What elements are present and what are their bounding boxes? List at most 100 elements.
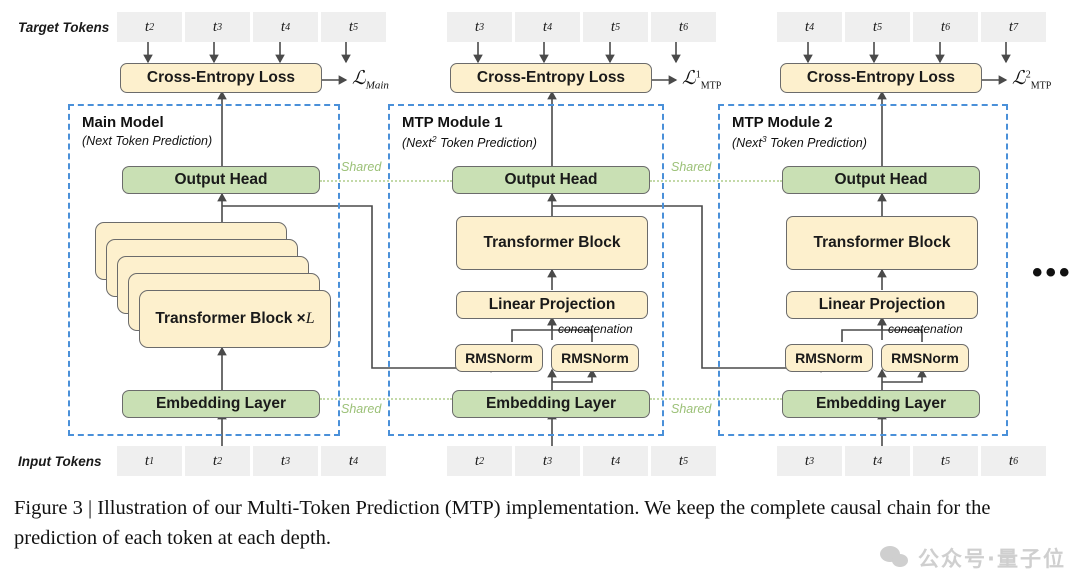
subtitle-superscript: 3	[761, 134, 767, 144]
loss-subscript: MTP	[1030, 80, 1052, 92]
cross-entropy-loss-mtp2: Cross-Entropy Loss	[780, 63, 982, 93]
token-index: 5	[945, 455, 951, 467]
token-index: 6	[945, 21, 951, 33]
concatenation-label-mtp2: concatenation	[888, 322, 963, 336]
watermark: 公众号·量子位	[880, 543, 1066, 573]
watermark-text: 公众号·量子位	[918, 547, 1066, 571]
embedding-layer-main: Embedding Layer	[122, 390, 320, 418]
shared-label-output-head-2: Shared	[671, 160, 712, 174]
rmsnorm-left-mtp2: RMSNorm	[785, 344, 873, 372]
panel-subtitle-mtp-module-1: (Next2 Token Prediction)	[402, 134, 537, 150]
token-index: 4	[547, 21, 553, 33]
loss-superscript: 1	[695, 69, 701, 81]
token-index: 5	[683, 455, 689, 467]
token-index: 6	[1013, 455, 1019, 467]
ellipsis-more-modules: •••	[1032, 256, 1073, 289]
output-head-mtp1: Output Head	[452, 166, 650, 194]
input-tokens-label: Input Tokens	[18, 454, 102, 469]
token-index: 5	[615, 21, 621, 33]
token-index: 2	[149, 21, 155, 33]
output-head-mtp2: Output Head	[782, 166, 980, 194]
transformer-stack-main: Transformer Block × L	[95, 222, 331, 352]
loss-label-main: ℒMain	[352, 67, 389, 91]
output-head-main: Output Head	[122, 166, 320, 194]
wechat-icon	[880, 546, 910, 570]
transformer-block-mtp1: Transformer Block	[456, 216, 648, 270]
shared-label-embedding-2: Shared	[671, 402, 712, 416]
subtitle-pre: (Next	[82, 134, 112, 148]
subtitle-post: Token Prediction)	[766, 136, 867, 151]
shared-line-embedding-1	[320, 398, 452, 400]
token-index: 2	[217, 455, 223, 467]
token-index: 3	[479, 21, 485, 33]
subtitle-post: Token Prediction)	[111, 134, 213, 148]
rmsnorm-right-mtp1: RMSNorm	[551, 344, 639, 372]
panel-subtitle-main-model: (Next Token Prediction)	[82, 134, 212, 148]
token-index: 5	[877, 21, 883, 33]
shared-label-output-head-1: Shared	[341, 160, 382, 174]
cross-entropy-loss-mtp1: Cross-Entropy Loss	[450, 63, 652, 93]
token-index: 3	[547, 455, 553, 467]
shared-line-embedding-2	[650, 398, 782, 400]
linear-projection-mtp2: Linear Projection	[786, 291, 978, 319]
loss-label-mtp2: ℒ2MTP	[1012, 67, 1051, 91]
subtitle-post: Token Prediction)	[436, 136, 537, 151]
panel-title-mtp-module-2: MTP Module 2	[732, 114, 833, 131]
token-index: 4	[615, 455, 621, 467]
panel-subtitle-mtp-module-2: (Next3 Token Prediction)	[732, 134, 867, 150]
subtitle-superscript: 2	[431, 134, 437, 144]
transformer-stack-label: Transformer Block ×	[155, 310, 306, 327]
loss-subscript: Main	[365, 79, 389, 92]
token-index: 3	[285, 455, 291, 467]
token-index: 6	[683, 21, 689, 33]
token-index: 4	[809, 21, 815, 33]
loss-symbol: ℒ	[352, 68, 366, 89]
figure-caption: Figure 3 | Illustration of our Multi-Tok…	[14, 497, 991, 549]
loss-label-mtp1: ℒ1MTP	[682, 67, 721, 91]
panel-mtp-module-2	[718, 104, 1008, 436]
token-index: 2	[479, 455, 485, 467]
transformer-block-mtp2: Transformer Block	[786, 216, 978, 270]
loss-symbol: ℒ	[1012, 68, 1026, 89]
shared-line-output-head-2	[650, 180, 782, 182]
shared-label-embedding-1: Shared	[341, 402, 382, 416]
linear-projection-mtp1: Linear Projection	[456, 291, 648, 319]
loss-symbol: ℒ	[682, 68, 696, 89]
token-index: 4	[353, 455, 359, 467]
rmsnorm-left-mtp1: RMSNorm	[455, 344, 543, 372]
token-index: 3	[809, 455, 815, 467]
cross-entropy-loss-main: Cross-Entropy Loss	[120, 63, 322, 93]
token-index: 7	[1013, 21, 1019, 33]
panel-mtp-module-1	[388, 104, 664, 436]
rmsnorm-right-mtp2: RMSNorm	[881, 344, 969, 372]
panel-title-mtp-module-1: MTP Module 1	[402, 114, 503, 131]
concatenation-label-mtp1: concatenation	[558, 322, 633, 336]
loss-superscript: 2	[1025, 69, 1031, 81]
embedding-layer-mtp2: Embedding Layer	[782, 390, 980, 418]
